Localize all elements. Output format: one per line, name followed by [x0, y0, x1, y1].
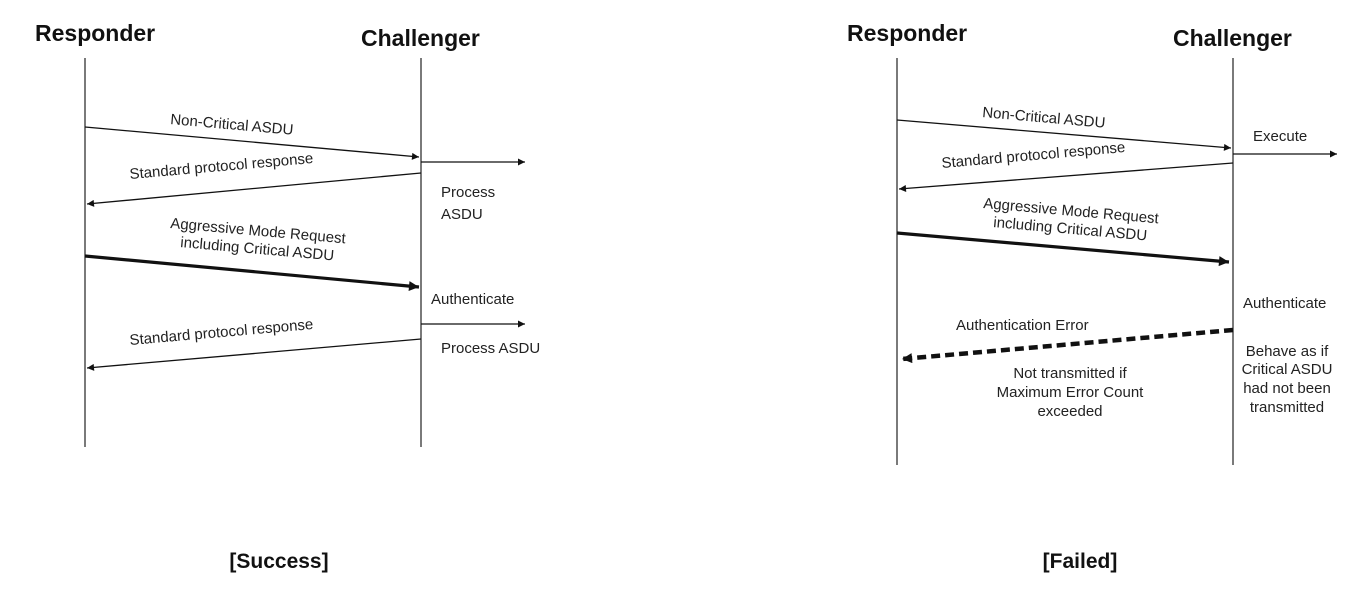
failed-auth-error-label: Authentication Error [956, 317, 1089, 334]
failed-auth-error-arrow [901, 327, 1234, 364]
success-noncritical-label: Non-Critical ASDU [170, 111, 294, 139]
failed-not-transmitted-line-1: Not transmitted if [1013, 365, 1127, 382]
failed-noncritical-arrow [896, 119, 1232, 151]
success-aggressive-arrow [84, 254, 420, 292]
failed-not-transmitted-line-3: exceeded [1037, 403, 1102, 420]
failed-caption: [Failed] [1043, 550, 1118, 573]
success-process2-label: Process ASDU [441, 340, 540, 357]
failed-execute-label: Execute [1253, 128, 1307, 145]
failed-response-arrow [898, 162, 1234, 192]
failed-behave-line-2: Critical ASDU [1242, 361, 1333, 378]
success-response1-label: Standard protocol response [129, 150, 314, 183]
success-challenger-heading: Challenger [361, 25, 480, 51]
success-process-label-1: Process [441, 184, 495, 201]
failed-challenger-heading: Challenger [1173, 25, 1292, 51]
failed-authenticate-label: Authenticate [1243, 295, 1326, 312]
failed-aggressive-arrow [896, 231, 1230, 267]
failed-response-label: Standard protocol response [941, 139, 1126, 172]
failed-noncritical-label: Non-Critical ASDU [982, 104, 1106, 132]
failed-not-transmitted-line-2: Maximum Error Count [997, 384, 1145, 401]
failed-behave-line-1: Behave as if [1246, 343, 1329, 360]
success-diagram: Responder Challenger Non-Critical ASDU P… [35, 20, 540, 573]
failed-responder-heading: Responder [847, 20, 967, 46]
success-responder-heading: Responder [35, 20, 155, 46]
success-response1-arrow [86, 172, 422, 207]
success-process-label-2: ASDU [441, 206, 483, 223]
success-noncritical-arrow [84, 126, 420, 160]
success-authenticate-label: Authenticate [431, 291, 514, 308]
success-caption: [Success] [229, 550, 328, 573]
success-response2-arrow [86, 338, 422, 371]
failed-diagram: Responder Challenger Non-Critical ASDU E… [847, 20, 1337, 573]
success-response2-label: Standard protocol response [129, 316, 314, 349]
failed-behave-line-4: transmitted [1250, 399, 1324, 416]
failed-behave-line-3: had not been [1243, 380, 1331, 397]
